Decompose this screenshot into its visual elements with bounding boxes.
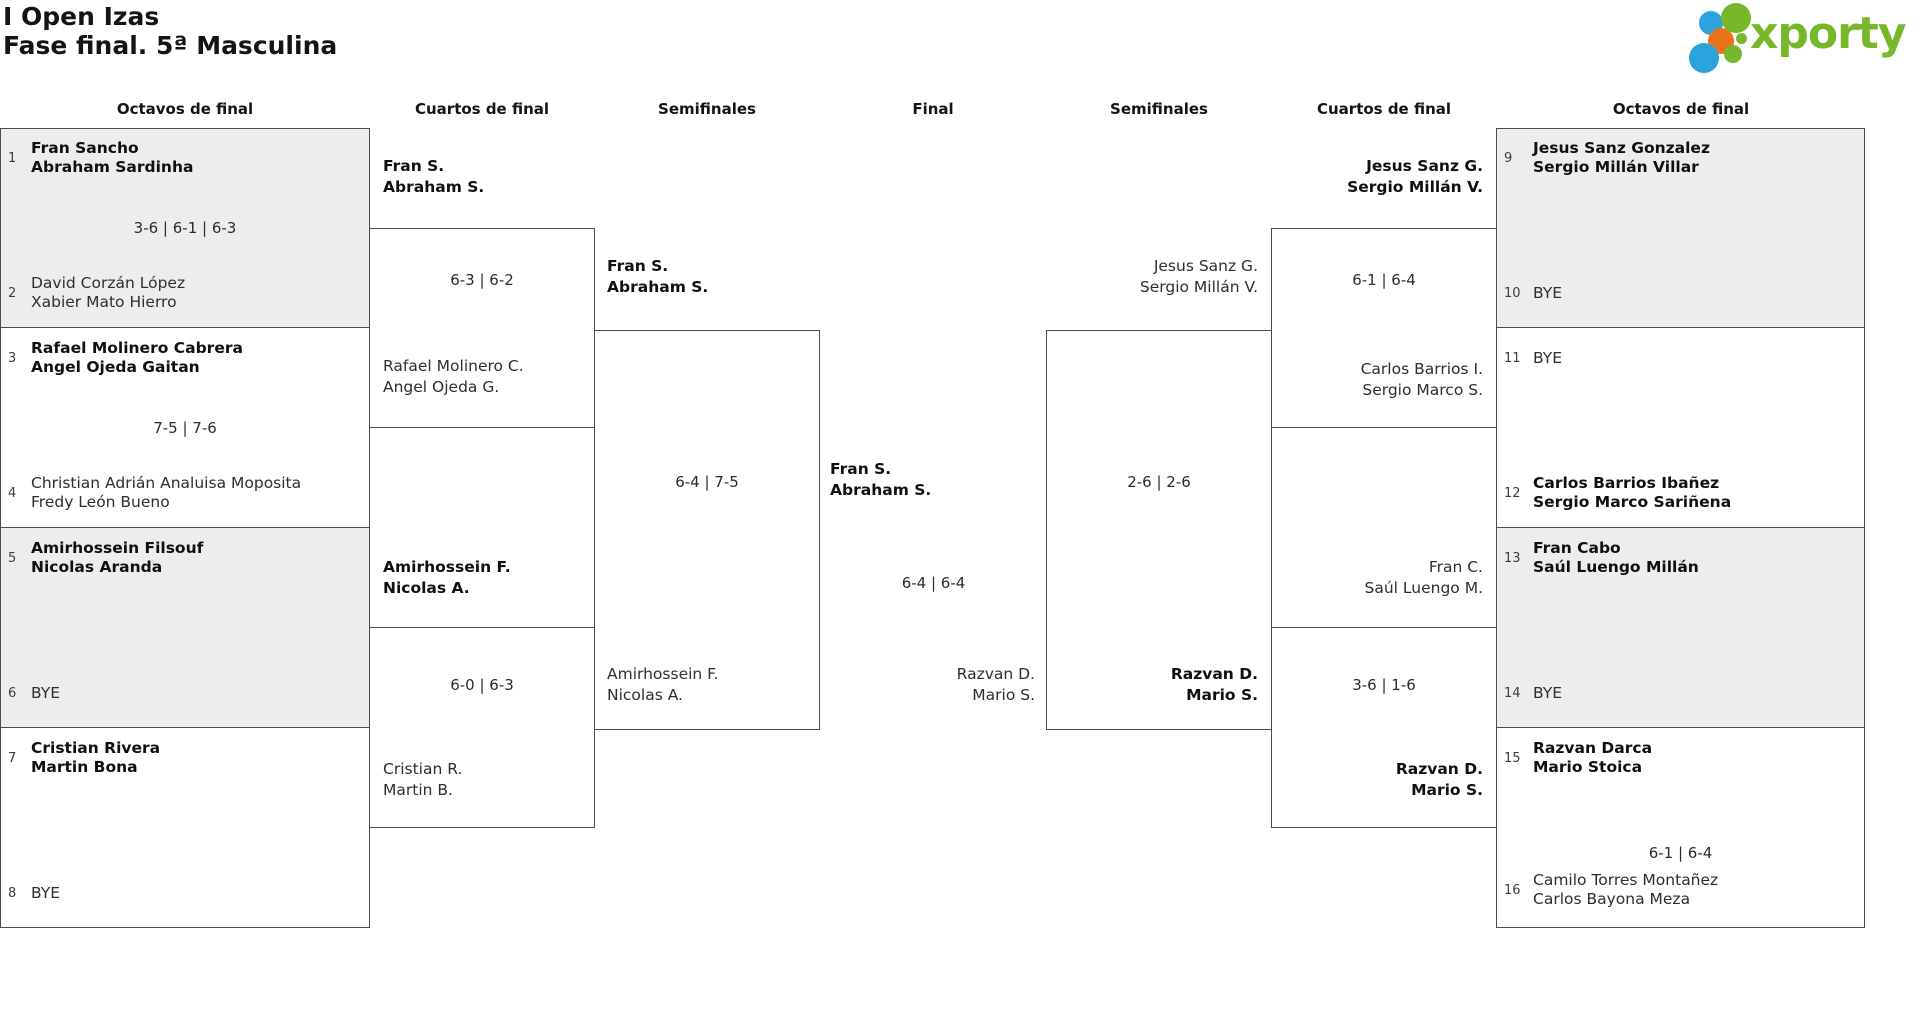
advancer-cuartos-left-bottom-b[interactable]: Cristian R. Martin B.: [383, 760, 463, 799]
logo-dot-blue-large-icon: [1689, 43, 1719, 73]
advancer-semifinal-right-a[interactable]: Jesus Sanz G. Sergio Millán V.: [1139, 257, 1258, 296]
seed-number: 6: [8, 685, 17, 701]
team-names: Christian Adrián Analuisa Moposita Fredy…: [31, 474, 302, 511]
bye-label: BYE: [1533, 283, 1563, 302]
xporty-logo[interactable]: xporty: [1688, 2, 1918, 78]
bye-label: BYE: [31, 683, 61, 702]
entry-seed-9[interactable]: 9 Jesus Sanz Gonzalez Sergio Millán Vill…: [1504, 139, 1710, 177]
match-score: 6-3 | 6-2: [450, 271, 514, 289]
seed-number: 2: [8, 285, 17, 301]
entry-seed-7[interactable]: 7 Cristian Rivera Martin Bona: [8, 739, 160, 777]
seed-number: 16: [1504, 882, 1521, 898]
seed-number: 7: [8, 750, 17, 766]
match-box-cuartos-right-bottom: [1271, 627, 1497, 828]
seed-number: 12: [1504, 485, 1521, 501]
advancer-cuartos-right-top-b[interactable]: Carlos Barrios I. Sergio Marco S.: [1360, 360, 1483, 399]
seed-number: 8: [8, 885, 17, 901]
seed-number: 11: [1504, 350, 1521, 366]
bye-label: BYE: [1533, 683, 1563, 702]
advancer-semifinal-left-a[interactable]: Fran S. Abraham S.: [607, 257, 709, 296]
team-names: Fran Sancho Abraham Sardinha: [31, 139, 194, 176]
advancer-semifinal-right-b[interactable]: Razvan D. Mario S.: [1170, 665, 1258, 704]
entry-seed-13[interactable]: 13 Fran Cabo Saúl Luengo Millán: [1504, 539, 1699, 577]
seed-number: 9: [1504, 150, 1513, 166]
team-names: David Corzán López Xabier Mato Hierro: [31, 274, 186, 311]
advancer-cuartos-left-bottom[interactable]: Amirhossein F. Nicolas A.: [383, 558, 511, 597]
entry-seed-8-bye: 8 BYE: [8, 874, 60, 912]
round-header-final: Final: [912, 100, 954, 118]
match-box-semifinal-left: [594, 330, 820, 730]
finalist-champion[interactable]: Fran S. Abraham S.: [830, 460, 932, 499]
seed-number: 15: [1504, 750, 1521, 766]
match-score: 6-1 | 6-4: [1352, 271, 1416, 289]
match-box-cuartos-left-bottom: [369, 627, 595, 828]
advancer-cuartos-right-bottom-a[interactable]: Fran C. Saúl Luengo M.: [1364, 558, 1484, 597]
phase-category-subtitle: Fase final. 5ª Masculina: [3, 31, 338, 60]
entry-seed-11-bye: 11 BYE: [1504, 339, 1562, 377]
match-score: 6-4 | 7-5: [675, 473, 739, 491]
advancer-cuartos-right-bottom-b[interactable]: Razvan D. Mario S.: [1395, 760, 1483, 799]
team-names: Razvan Darca Mario Stoica: [1533, 739, 1653, 776]
page-title: I Open Izas Fase final. 5ª Masculina: [3, 2, 337, 60]
match-score: 7-5 | 7-6: [153, 419, 217, 437]
match-score: 6-1 | 6-4: [1648, 844, 1713, 862]
bye-label: BYE: [1533, 348, 1563, 367]
round-header-octavos-left: Octavos de final: [116, 100, 254, 118]
entry-seed-1[interactable]: 1 Fran Sancho Abraham Sardinha: [8, 139, 193, 177]
entry-seed-10-bye: 10 BYE: [1504, 274, 1562, 312]
team-names: Cristian Rivera Martin Bona: [31, 739, 161, 776]
team-names: Amirhossein Filsouf Nicolas Aranda: [31, 539, 204, 576]
match-box-octavos-3-4: [0, 327, 370, 528]
seed-number: 10: [1504, 285, 1521, 301]
seed-number: 5: [8, 550, 17, 566]
logo-wordmark: xporty: [1750, 8, 1907, 59]
seed-number: 13: [1504, 550, 1521, 566]
match-box-semifinal-right: [1046, 330, 1272, 730]
entry-seed-14-bye: 14 BYE: [1504, 674, 1562, 712]
finalist-runner-up[interactable]: Razvan D. Mario S.: [956, 665, 1035, 704]
bye-label: BYE: [31, 883, 61, 902]
match-score: 3-6 | 6-1 | 6-3: [133, 219, 237, 237]
seed-number: 4: [8, 485, 17, 501]
match-box-octavos-15-16: [1496, 727, 1865, 928]
round-header-semis-left: Semifinales: [658, 100, 756, 118]
round-header-cuartos-right: Cuartos de final: [1316, 100, 1452, 118]
match-score: 6-0 | 6-3: [450, 676, 514, 694]
round-header-semis-right: Semifinales: [1110, 100, 1208, 118]
round-header-octavos-right: Octavos de final: [1612, 100, 1750, 118]
match-box-octavos-5-6: [0, 527, 370, 728]
team-names: Fran Cabo Saúl Luengo Millán: [1533, 539, 1699, 576]
advancer-semifinal-left-b[interactable]: Amirhossein F. Nicolas A.: [607, 665, 719, 704]
match-box-octavos-9-10: [1496, 128, 1865, 328]
tournament-name: I Open Izas: [3, 2, 160, 31]
entry-seed-5[interactable]: 5 Amirhossein Filsouf Nicolas Aranda: [8, 539, 203, 577]
match-score: 2-6 | 2-6: [1127, 473, 1191, 491]
entry-seed-6-bye: 6 BYE: [8, 674, 60, 712]
seed-number: 1: [8, 150, 17, 166]
round-header-cuartos-left: Cuartos de final: [414, 100, 550, 118]
team-names: Rafael Molinero Cabrera Angel Ojeda Gait…: [31, 339, 243, 376]
entry-seed-4[interactable]: 4 Christian Adrián Analuisa Moposita Fre…: [8, 474, 301, 512]
entry-seed-3[interactable]: 3 Rafael Molinero Cabrera Angel Ojeda Ga…: [8, 339, 243, 377]
team-names: Camilo Torres Montañez Carlos Bayona Mez…: [1533, 871, 1719, 908]
entry-seed-2[interactable]: 2 David Corzán López Xabier Mato Hierro: [8, 274, 185, 312]
advancer-cuartos-right-top[interactable]: Jesus Sanz G. Sergio Millán V.: [1347, 157, 1483, 196]
entry-seed-15[interactable]: 15 Razvan Darca Mario Stoica: [1504, 739, 1652, 777]
match-box-octavos-13-14: [1496, 527, 1865, 728]
seed-number: 14: [1504, 685, 1521, 701]
final-score: 6-4 | 6-4: [901, 574, 966, 592]
match-score: 3-6 | 1-6: [1352, 676, 1416, 694]
advancer-cuartos-left-top[interactable]: Fran S. Abraham S.: [383, 157, 485, 196]
advancer-cuartos-left-top-b[interactable]: Rafael Molinero C. Angel Ojeda G.: [383, 357, 524, 396]
entry-seed-16[interactable]: 16 Camilo Torres Montañez Carlos Bayona …: [1504, 871, 1718, 909]
logo-dot-green-tiny-icon: [1736, 33, 1747, 44]
team-names: Carlos Barrios Ibañez Sergio Marco Sariñ…: [1533, 474, 1732, 511]
match-box-cuartos-right-top: [1271, 228, 1497, 428]
match-box-cuartos-left-top: [369, 228, 595, 428]
match-box-octavos-7-8: [0, 727, 370, 928]
team-names: Jesus Sanz Gonzalez Sergio Millán Villar: [1533, 139, 1710, 176]
logo-dot-green-small-icon: [1724, 45, 1742, 63]
entry-seed-12[interactable]: 12 Carlos Barrios Ibañez Sergio Marco Sa…: [1504, 474, 1731, 512]
seed-number: 3: [8, 350, 17, 366]
